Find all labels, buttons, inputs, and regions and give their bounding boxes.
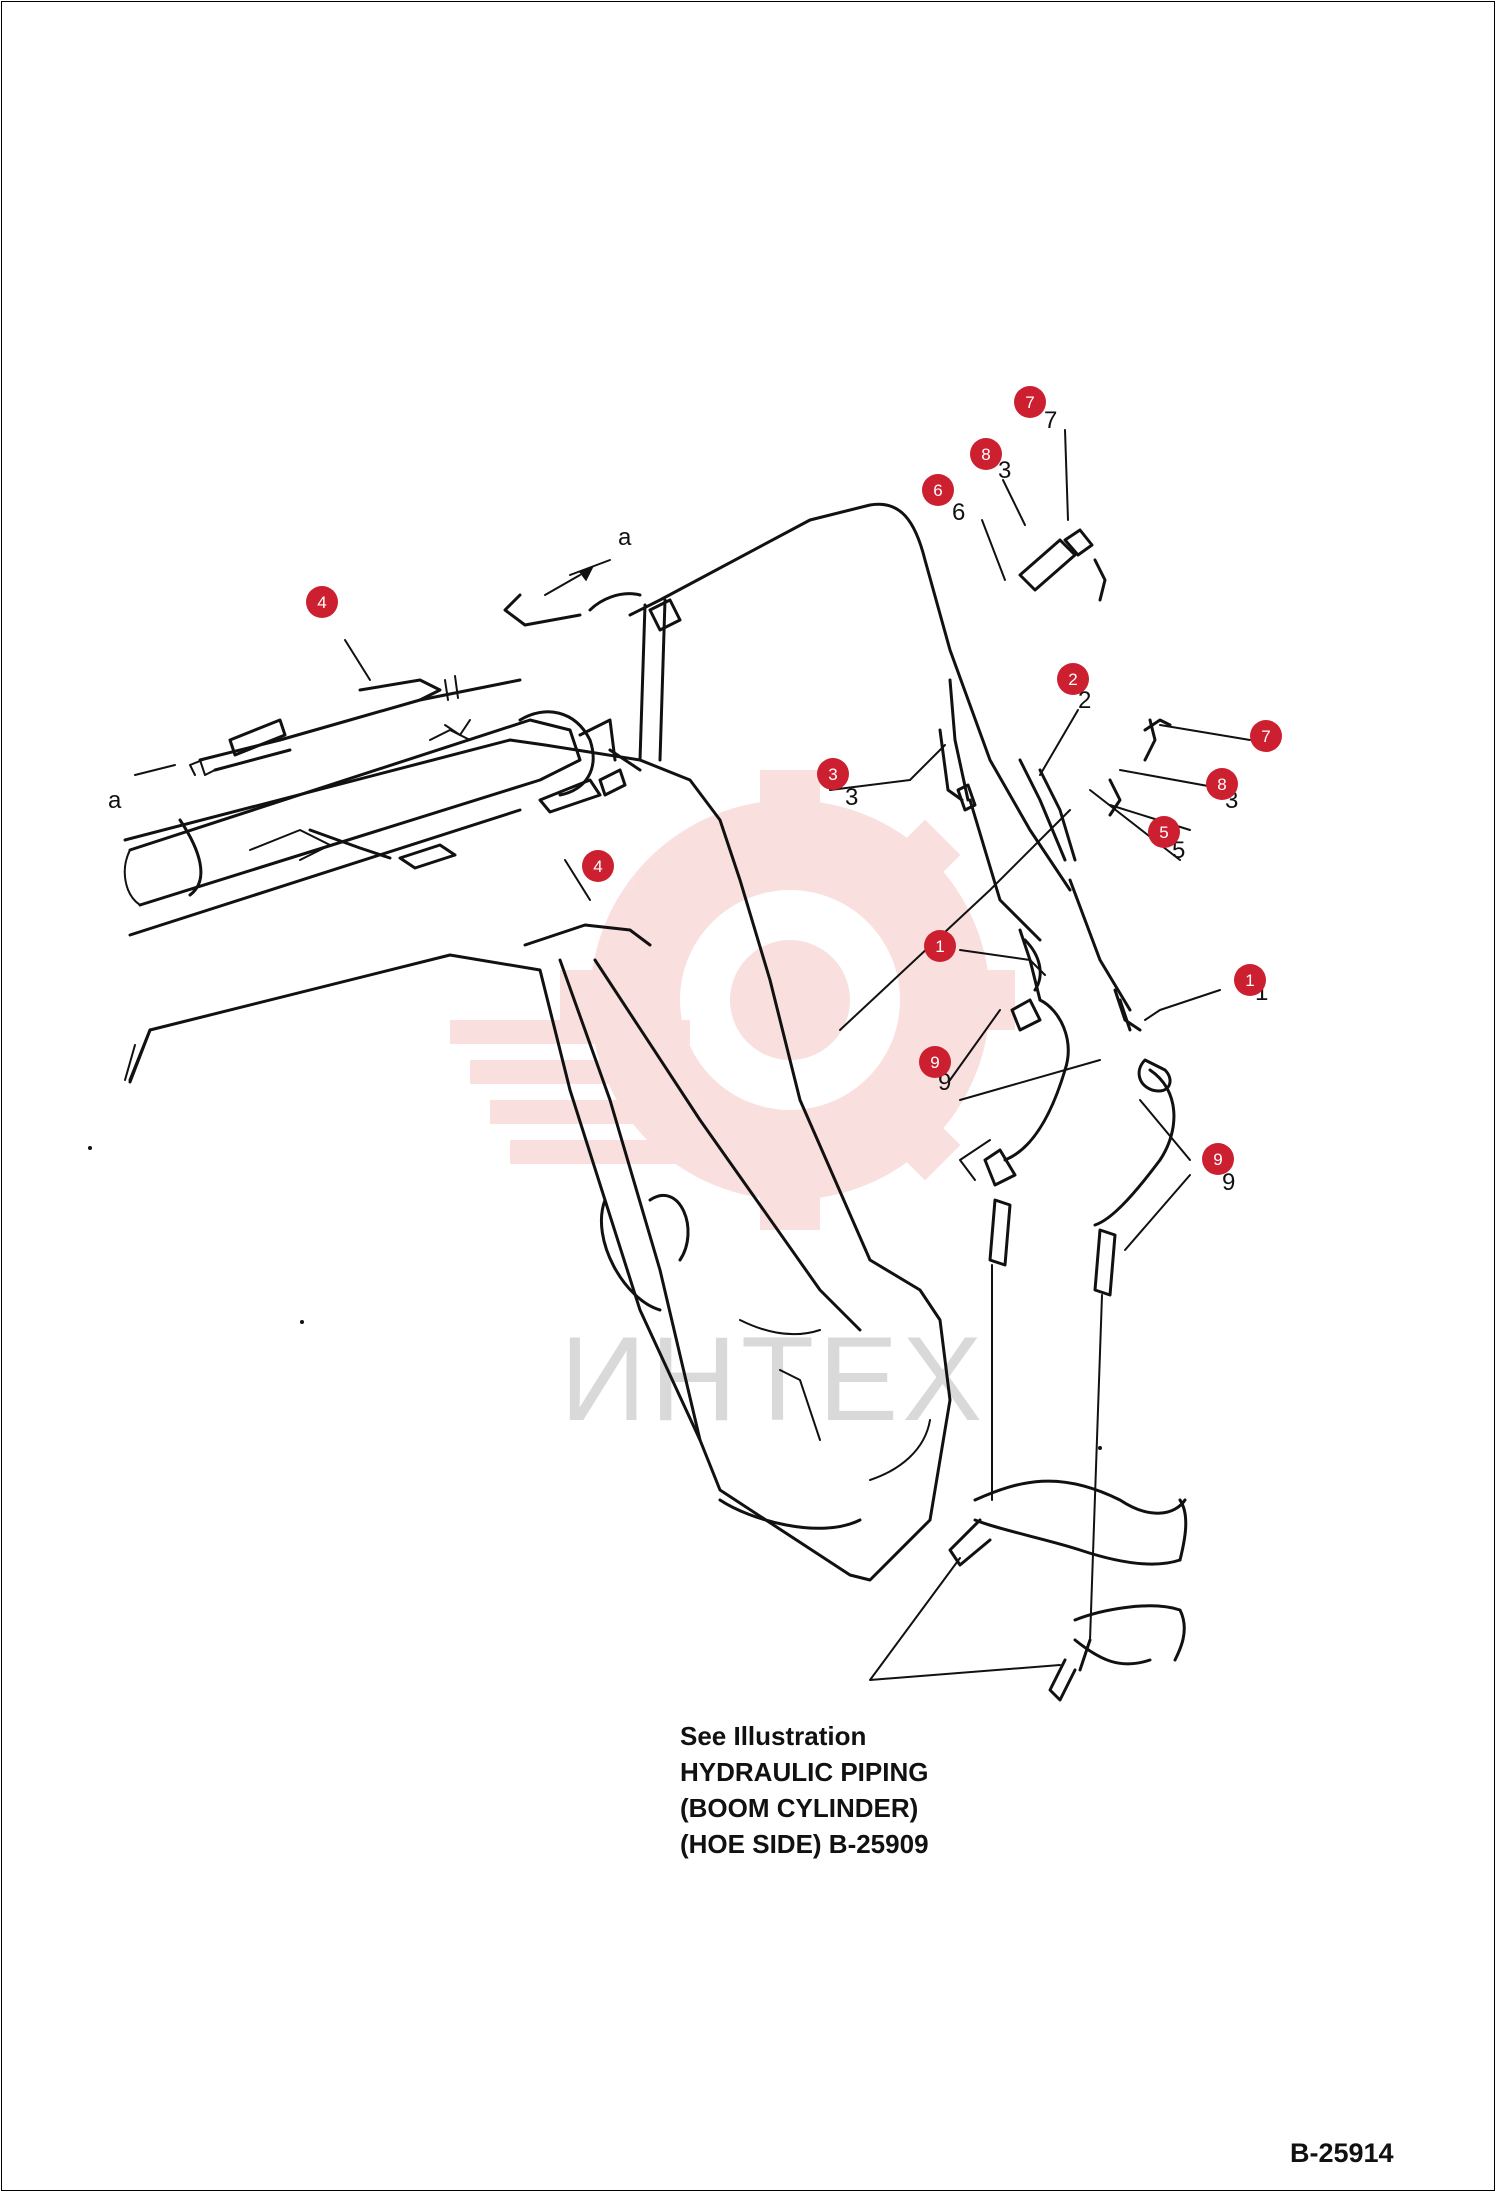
printed-number: 7 (1044, 407, 1057, 434)
bottom-clamps (869, 1479, 1188, 1702)
callout-4-top[interactable]: 4 (306, 586, 338, 618)
watermark-text: ИНТЕХ (560, 1312, 986, 1446)
note-line: See Illustration (680, 1721, 867, 1751)
svg-text:9: 9 (930, 1053, 939, 1072)
printed-part-numbers: 7 3 6 2 3 3 5 1 9 9 (845, 407, 1268, 1196)
printed-number: 3 (998, 457, 1011, 484)
callout-8-top[interactable]: 8 (970, 438, 1002, 470)
callout-1-right[interactable]: 1 (1234, 964, 1266, 996)
callout-9-right[interactable]: 9 (1202, 1143, 1234, 1175)
right-hydraulic-lines (938, 528, 1176, 1641)
callout-7-right[interactable]: 7 (1250, 720, 1282, 752)
callout-6[interactable]: 6 (922, 474, 954, 506)
callout-2[interactable]: 2 (1057, 663, 1089, 695)
printed-number: 2 (1078, 687, 1091, 714)
svg-text:4: 4 (317, 593, 326, 612)
svg-text:9: 9 (1213, 1150, 1222, 1169)
svg-text:4: 4 (593, 857, 602, 876)
upper-hydraulic-lines (189, 502, 1072, 892)
svg-text:8: 8 (981, 445, 990, 464)
printed-number: 3 (845, 784, 858, 811)
scan-specks (88, 1146, 1102, 1450)
callout-7-top[interactable]: 7 (1014, 386, 1046, 418)
note-line: HYDRAULIC PIPING (680, 1757, 929, 1787)
printed-number: 9 (1222, 1169, 1235, 1196)
arrow-a-top: a (569, 524, 632, 576)
watermark-logo (450, 770, 1015, 1230)
svg-text:5: 5 (1159, 823, 1168, 842)
callout-4-bottom[interactable]: 4 (582, 850, 614, 882)
svg-text:7: 7 (1261, 727, 1270, 746)
boom-cylinder (123, 710, 642, 937)
arrow-label-a-top: a (618, 524, 632, 551)
callout-1-left[interactable]: 1 (924, 930, 956, 962)
boom-arm (123, 738, 952, 1582)
arrow-a-left: a (108, 764, 176, 814)
printed-number: 5 (1172, 837, 1185, 864)
callout-9-left[interactable]: 9 (919, 1046, 951, 1078)
callout-3[interactable]: 3 (817, 758, 849, 790)
arrow-label-a-left: a (108, 787, 122, 814)
note-line: (BOOM CYLINDER) (680, 1793, 919, 1823)
svg-text:1: 1 (1245, 971, 1254, 990)
figure-number: B-25914 (1290, 2138, 1394, 2168)
note-line: (HOE SIDE) B-25909 (680, 1829, 929, 1859)
svg-text:3: 3 (828, 765, 837, 784)
svg-text:6: 6 (933, 481, 942, 500)
svg-text:8: 8 (1217, 775, 1226, 794)
see-illustration-note: See Illustration HYDRAULIC PIPING (BOOM … (680, 1718, 929, 1862)
svg-text:2: 2 (1068, 670, 1077, 689)
callout-5[interactable]: 5 (1148, 816, 1180, 848)
printed-number: 6 (952, 499, 965, 526)
svg-text:7: 7 (1025, 393, 1034, 412)
leader-lines (344, 429, 1251, 1251)
callout-8-right[interactable]: 8 (1206, 768, 1238, 800)
svg-text:1: 1 (935, 937, 944, 956)
